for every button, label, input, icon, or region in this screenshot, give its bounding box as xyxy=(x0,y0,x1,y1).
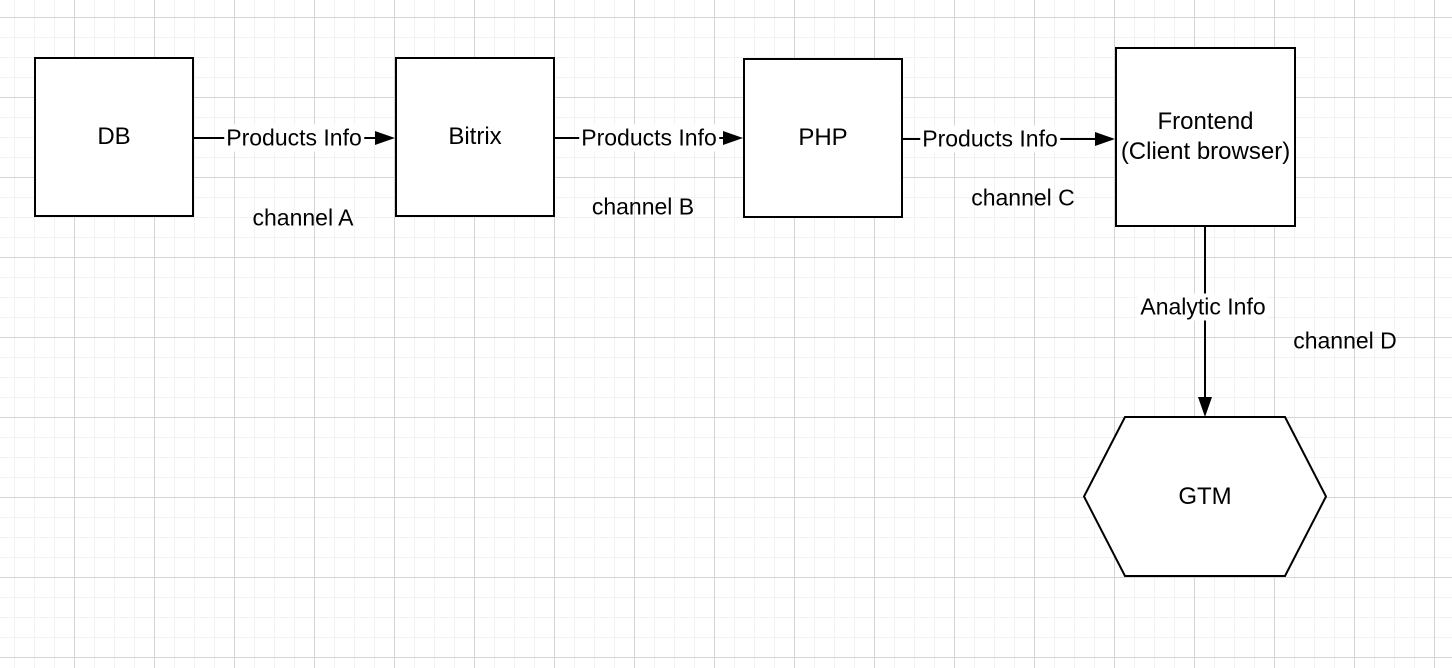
node-gtm[interactable]: GTM xyxy=(1083,416,1327,577)
node-frontend-label-line2: (Client browser) xyxy=(1120,138,1291,165)
hexagon-shape xyxy=(1083,416,1327,577)
node-frontend-label: Frontend (Client browser) xyxy=(1121,107,1290,167)
channel-d-label[interactable]: channel D xyxy=(1293,327,1397,354)
node-db-label: DB xyxy=(97,123,131,150)
channel-a-label[interactable]: channel A xyxy=(252,204,354,231)
node-frontend-label-line1: Frontend xyxy=(1157,108,1254,135)
channel-b-label[interactable]: channel B xyxy=(591,193,695,220)
edge-db-bitrix-label[interactable]: Products Info xyxy=(224,124,364,152)
edge-bitrix-php-arrowhead-icon xyxy=(723,131,743,145)
edge-frontend-gtm-label[interactable]: Analytic Info xyxy=(1138,293,1268,321)
node-bitrix[interactable]: Bitrix xyxy=(395,57,555,217)
edge-db-bitrix-arrowhead-icon xyxy=(375,131,395,145)
edge-php-frontend-label[interactable]: Products Info xyxy=(920,125,1060,153)
edge-php-frontend-arrowhead-icon xyxy=(1095,132,1115,146)
node-php[interactable]: PHP xyxy=(743,58,903,218)
node-php-label: PHP xyxy=(798,124,848,151)
channel-c-label[interactable]: channel C xyxy=(971,184,1075,211)
node-frontend[interactable]: Frontend (Client browser) xyxy=(1115,47,1296,227)
node-db[interactable]: DB xyxy=(34,57,194,217)
node-bitrix-label: Bitrix xyxy=(448,123,502,150)
edge-frontend-gtm-arrowhead-icon xyxy=(1198,397,1212,417)
node-gtm-label: GTM xyxy=(1178,482,1232,510)
edge-bitrix-php-label[interactable]: Products Info xyxy=(579,124,719,152)
